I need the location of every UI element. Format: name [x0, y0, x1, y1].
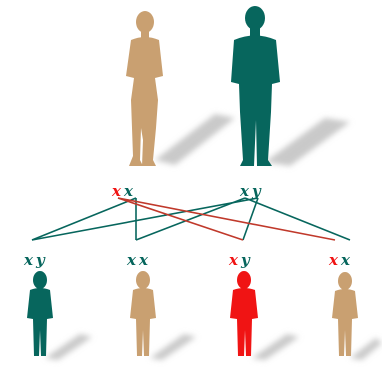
- child2-shadow: [150, 334, 196, 360]
- mother-shadow: [155, 114, 235, 165]
- child1-body: [27, 288, 53, 356]
- inheritance-lines: [31, 197, 351, 241]
- father-chromosome-2: y: [251, 182, 261, 200]
- father-chromosome-1: x: [240, 182, 249, 200]
- child3-body: [230, 288, 258, 356]
- child2-head: [136, 271, 150, 289]
- shadows: [45, 114, 382, 360]
- mother-figure: [126, 11, 163, 166]
- mother-neck: [141, 31, 149, 39]
- child4-body: [332, 289, 358, 356]
- father-figure: [231, 6, 280, 166]
- child3-figure: [230, 271, 258, 356]
- father-shadow: [265, 118, 350, 166]
- child4-shadow: [350, 338, 382, 360]
- child3-shadow: [252, 334, 299, 360]
- child3-chromosome-1: x: [229, 251, 238, 269]
- father-body: [231, 35, 280, 166]
- mother-head: [136, 11, 154, 33]
- line-mother-affected-x-to-child4: [117, 197, 336, 241]
- child1-chromosome-1: x: [24, 251, 33, 269]
- child1-shadow: [45, 334, 92, 360]
- line-father-x-to-child4: [244, 197, 351, 241]
- line-father-x-to-child2: [135, 197, 246, 241]
- child3-chromosome-2: y: [240, 251, 250, 269]
- child1-figure: [27, 271, 53, 356]
- child2-chromosome-1: x: [127, 251, 136, 269]
- mother-chromosome-1: x: [112, 182, 121, 200]
- line-father-y-to-child3: [242, 197, 259, 241]
- child2-body: [130, 288, 156, 356]
- mother-chromosome-2: x: [123, 182, 133, 200]
- child1-chromosome-2: y: [35, 251, 45, 269]
- father-head: [245, 6, 265, 30]
- father-neck: [250, 28, 260, 36]
- child4-figure: [332, 272, 358, 356]
- child4-chromosome-1: x: [329, 251, 338, 269]
- line-mother-x-to-child1: [31, 197, 137, 241]
- child1-head: [33, 271, 47, 289]
- child4-chromosome-2: x: [340, 251, 350, 269]
- child4-head: [338, 272, 352, 290]
- child2-figure: [130, 271, 156, 356]
- line-father-y-to-child1: [31, 197, 259, 241]
- mother-body: [126, 37, 163, 166]
- child2-chromosome-2: x: [138, 251, 148, 269]
- line-mother-affected-x-to-child3: [117, 197, 244, 241]
- child3-head: [237, 271, 251, 289]
